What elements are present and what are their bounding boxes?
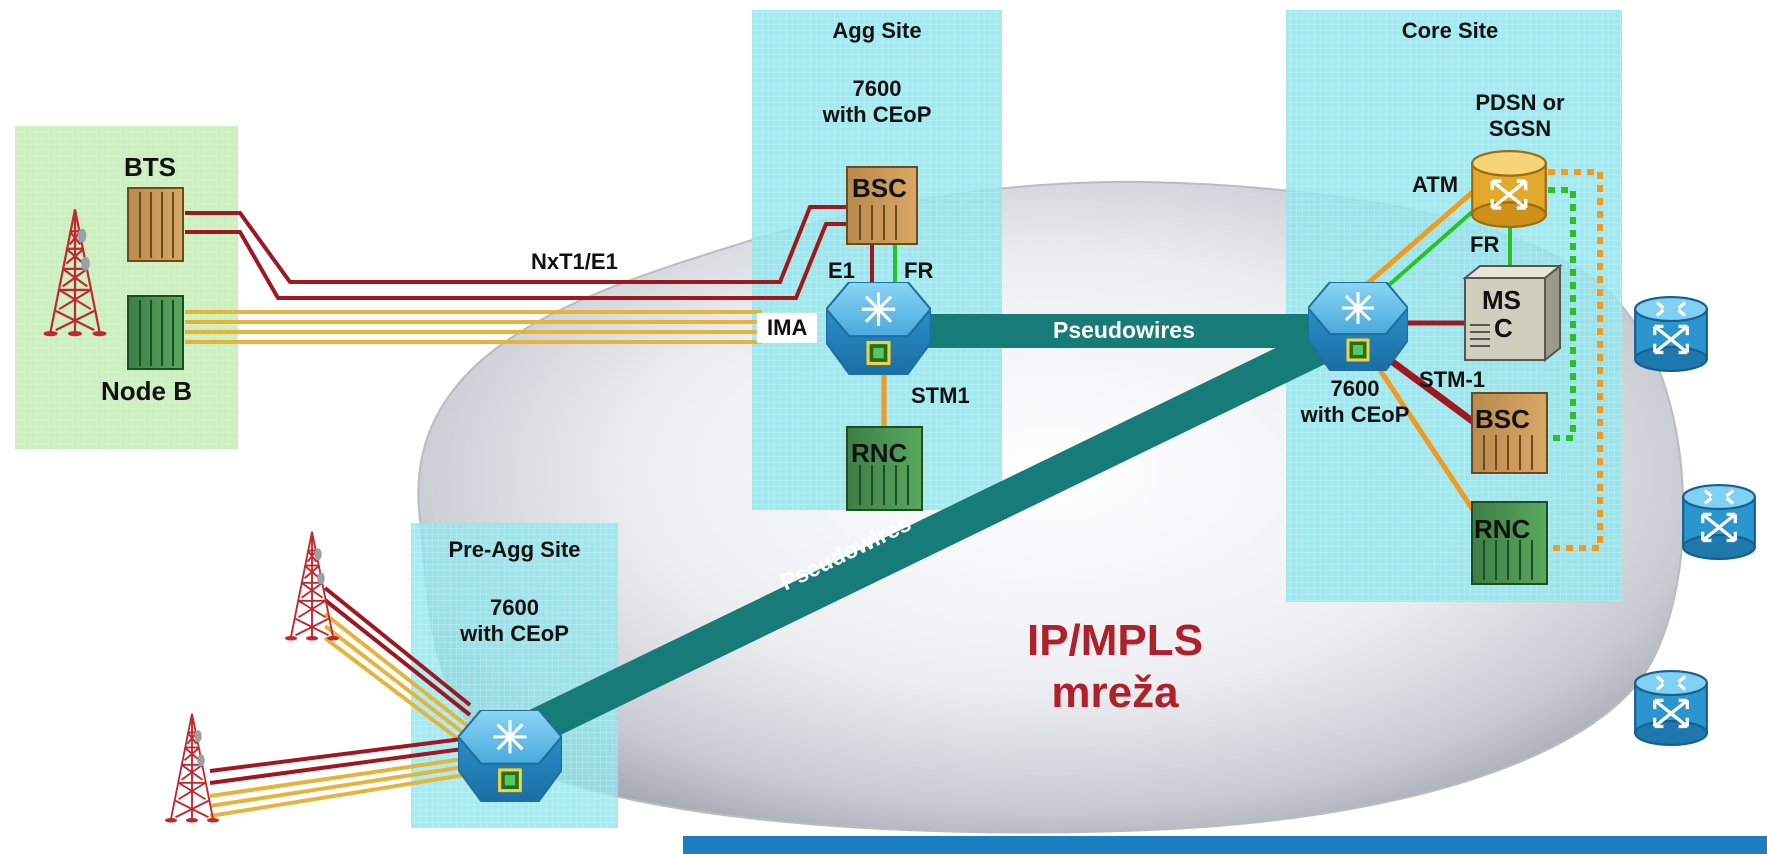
agg-model-note: with CEoP bbox=[822, 102, 932, 127]
network-router-icon bbox=[1633, 670, 1709, 746]
core-msc-box bbox=[1462, 263, 1563, 363]
agg-7600-router-icon bbox=[826, 282, 931, 376]
pdsn-sgsn-router-icon bbox=[1470, 150, 1548, 228]
core-bsc-label: BSC bbox=[1475, 404, 1530, 434]
core-model-note: with CEoP bbox=[1300, 402, 1410, 427]
agg-bsc-rack bbox=[846, 166, 918, 245]
core-site-title: Core Site bbox=[1401, 18, 1499, 43]
cell-tower-icon bbox=[163, 712, 221, 824]
agg-model-label: 7600 bbox=[852, 76, 902, 101]
agg-bsc-label: BSC bbox=[852, 173, 907, 203]
preagg-tower-lines bbox=[209, 586, 472, 818]
tdm-lines-bts-bsc bbox=[185, 205, 852, 300]
atm-label: ATM bbox=[1412, 172, 1459, 197]
nxt1e1-label: NxT1/E1 bbox=[531, 249, 618, 274]
cell-tower-icon bbox=[283, 530, 341, 642]
pseudowires-horizontal-label: Pseudowires bbox=[1053, 317, 1195, 343]
sgsn-label: SGSN bbox=[1488, 116, 1552, 141]
agg-rnc-label: RNC bbox=[851, 438, 908, 468]
ima-label: IMA bbox=[757, 313, 818, 343]
msc-label-line2: C bbox=[1494, 313, 1513, 343]
nodeb-label: Node B bbox=[101, 376, 192, 406]
cloud-subtitle: mreža bbox=[1051, 668, 1179, 717]
fr-label-agg: FR bbox=[904, 258, 934, 283]
bts-rack bbox=[127, 187, 184, 262]
core-links bbox=[1358, 169, 1603, 551]
core-bsc-rack bbox=[1471, 392, 1548, 474]
core-7600-router-icon bbox=[1308, 282, 1408, 372]
stm-1-label: STM-1 bbox=[1419, 367, 1485, 392]
network-router-icon bbox=[1633, 296, 1709, 372]
fr-label-core: FR bbox=[1470, 232, 1500, 257]
core-model-label: 7600 bbox=[1330, 376, 1380, 401]
network-router-icon bbox=[1681, 484, 1757, 560]
stm1-label: STM1 bbox=[911, 383, 970, 408]
nodeb-rack bbox=[127, 295, 184, 370]
ima-lines-nodeb bbox=[185, 310, 762, 344]
preagg-model-note: with CEoP bbox=[460, 621, 569, 646]
core-rnc-label: RNC bbox=[1474, 514, 1531, 544]
preagg-7600-router-icon bbox=[458, 710, 562, 803]
preagg-model-label: 7600 bbox=[490, 595, 539, 620]
e1-label: E1 bbox=[828, 258, 855, 283]
cloud-title: IP/MPLS bbox=[1026, 616, 1204, 665]
pseudowire-diagonal bbox=[507, 314, 1360, 754]
bottom-bar bbox=[683, 836, 1767, 854]
bts-label: BTS bbox=[124, 152, 176, 182]
preagg-site-title: Pre-Agg Site bbox=[448, 537, 581, 562]
agg-rnc-rack bbox=[846, 426, 923, 511]
core-rnc-rack bbox=[1471, 501, 1548, 585]
agg-site-title: Agg Site bbox=[832, 18, 922, 43]
pdsn-label: PDSN or bbox=[1475, 90, 1565, 115]
msc-label-line1: MS bbox=[1482, 285, 1521, 315]
